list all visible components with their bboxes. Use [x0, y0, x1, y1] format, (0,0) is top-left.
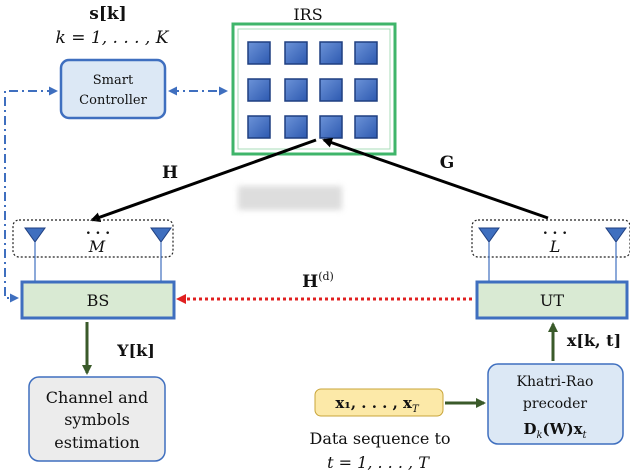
ut-input-label: x[k, t]: [567, 331, 621, 350]
bs-antenna-icon: [150, 227, 172, 243]
controller-line1: Smart: [93, 73, 134, 88]
bs-box: BS: [20, 280, 176, 320]
precoder-formula: Dk(W)xt: [523, 420, 587, 441]
ut-antenna-count: L: [549, 237, 561, 256]
irs-title: IRS: [293, 5, 322, 24]
estimation-line2: symbols: [64, 410, 130, 429]
precoder-line1: Khatri-Rao: [517, 374, 594, 390]
channel-h-arrow: [90, 138, 317, 223]
smart-controller-box: Smart Controller: [59, 58, 167, 120]
estimation-line1: Channel and: [46, 388, 148, 407]
estimation-box: Channel and symbols estimation: [28, 376, 166, 462]
precoder-box: Khatri-Rao precoder Dk(W)xt: [487, 363, 624, 445]
ut-antenna-icon: [605, 227, 627, 243]
channel-g-arrow: [322, 137, 549, 220]
data-sequence-caption1: Data sequence to: [310, 429, 451, 448]
channel-h-label: H: [162, 163, 178, 183]
irs-phase-label: s[k]: [89, 4, 126, 24]
precoder-line2: precoder: [523, 396, 587, 412]
ut-label: UT: [540, 291, 564, 310]
irs-index-range: k = 1, . . . , K: [56, 28, 170, 48]
bs-label: BS: [87, 291, 110, 310]
controller-line2: Controller: [79, 93, 147, 108]
bs-antenna-dots: . . .: [86, 222, 110, 238]
ut-antenna-icon: [478, 227, 500, 243]
irs-panel: [231, 22, 397, 156]
ut-box: UT: [475, 280, 629, 320]
data-sequence-caption2: t = 1, . . . , T: [327, 453, 430, 472]
channel-g-label: G: [440, 153, 455, 173]
received-signal-label: Y[k]: [116, 341, 155, 360]
irs-elements: [247, 41, 378, 139]
controller-bs-link: [4, 90, 56, 303]
ut-antenna-dots: . . .: [543, 222, 567, 238]
bs-antenna-icon: [24, 227, 46, 243]
data-sequence-box: x₁, . . . , xT: [314, 388, 444, 417]
irs-shadow: [238, 186, 342, 210]
bs-antenna-count: M: [88, 237, 106, 256]
data-sequence-symbols: x₁, . . . , xT: [335, 394, 420, 415]
ut-antenna-array: . . . L: [471, 219, 630, 282]
estimation-line3: estimation: [54, 433, 139, 452]
bs-antenna-array: . . . M: [12, 219, 174, 282]
direct-channel-label: H(d): [302, 270, 334, 292]
